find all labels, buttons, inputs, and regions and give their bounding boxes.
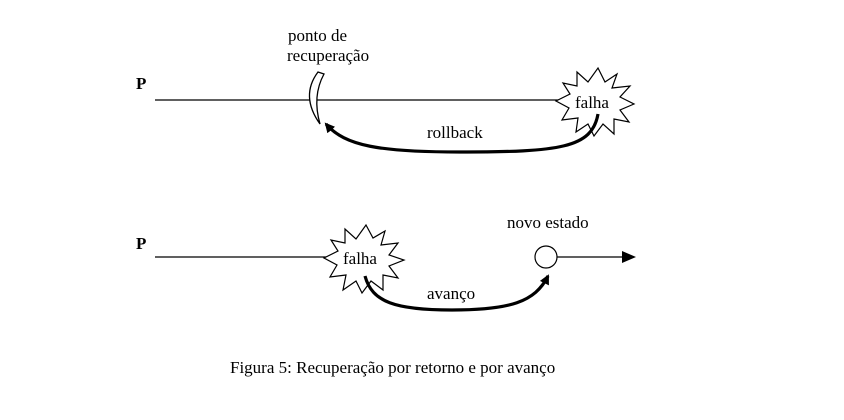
new-state-label: novo estado [507, 213, 589, 232]
process-label-bottom: P [136, 234, 146, 253]
figure-caption: Figura 5: Recuperação por retorno e por … [230, 358, 555, 377]
forward-arrow-label: avanço [427, 284, 475, 303]
checkpoint-label-line1: ponto de [288, 26, 347, 45]
failure-label-bottom: falha [343, 249, 377, 268]
rollback-arrow [324, 113, 600, 154]
checkpoint-crescent-icon [308, 71, 325, 125]
forward-arrow [363, 274, 550, 312]
process-label-top: P [136, 74, 146, 93]
rollback-arrow-label: rollback [427, 123, 483, 142]
checkpoint-label-line2: recuperação [287, 46, 369, 65]
failure-label-top: falha [575, 93, 609, 112]
arrowhead-right-icon [622, 251, 636, 263]
new-state-circle-icon [534, 245, 558, 269]
forward-diagram: P falha avanço novo estado [136, 213, 636, 312]
failure-burst-icon [554, 66, 636, 138]
failure-burst-icon [322, 223, 406, 295]
rollback-diagram: P ponto de recuperação falha rollback [136, 26, 636, 154]
